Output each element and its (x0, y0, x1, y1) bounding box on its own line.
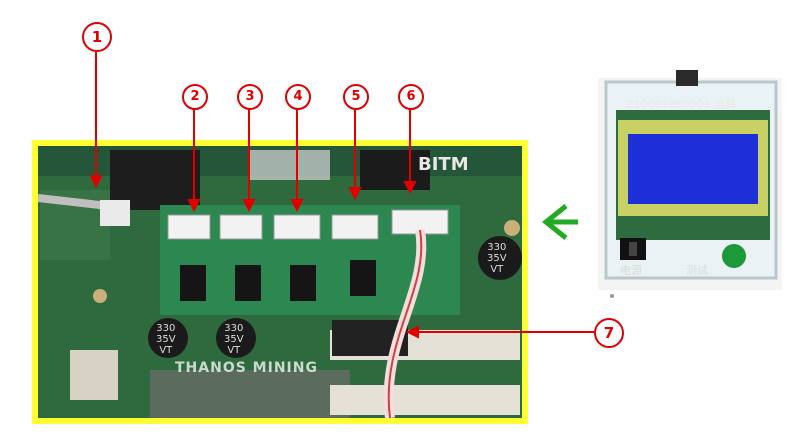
ic-2 (235, 265, 261, 301)
capacitor-right (478, 236, 522, 280)
callout-1: 1 (82, 22, 112, 52)
blur-patch (250, 150, 330, 180)
tester-switch-top (676, 70, 698, 86)
tester-label-test: 测试 (686, 264, 708, 277)
chip-top (360, 150, 430, 190)
callout-7: 7 (594, 318, 624, 348)
callout-lines (89, 52, 594, 339)
ic-4 (350, 260, 376, 296)
header-strip-2 (330, 385, 520, 415)
connector-3 (219, 214, 263, 240)
callout-6: 6 (398, 84, 424, 110)
callout-2: 2 (182, 84, 208, 110)
tester-serial: Z10001080001 治具 (626, 98, 737, 111)
callout-5: 5 (343, 84, 369, 110)
green-arrow-icon (541, 204, 578, 240)
board-brand: BITM (418, 154, 469, 175)
power-connector (70, 350, 118, 400)
mount-hole (504, 220, 520, 236)
callout-3: 3 (237, 84, 263, 110)
watermark: THANOS MINING (175, 360, 318, 376)
tester-label-power: 电源 (620, 264, 642, 277)
pin-headers (150, 370, 350, 418)
ic-3 (290, 265, 316, 301)
test-button (722, 244, 746, 268)
lcd-screen (628, 134, 758, 204)
ic-1 (180, 265, 206, 301)
capacitor-mid (216, 318, 256, 358)
connector-2 (167, 214, 211, 240)
callout-4: 4 (285, 84, 311, 110)
mount-hole-left (93, 289, 107, 303)
connector-5 (331, 214, 379, 240)
connector-1 (100, 200, 130, 226)
connector-4 (273, 214, 321, 240)
capacitor-left (148, 318, 188, 358)
